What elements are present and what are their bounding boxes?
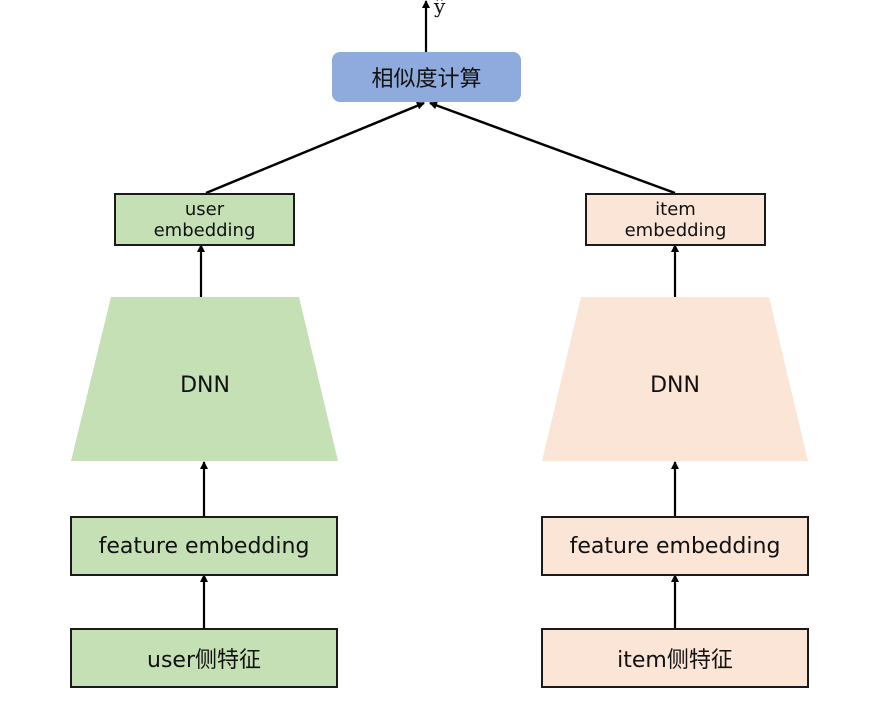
item-to-similarity-arrow	[429, 101, 676, 195]
item-embedding-box: item embedding	[585, 193, 766, 246]
user-features-label: user侧特征	[147, 648, 261, 673]
similarity-label: 相似度计算	[371, 67, 482, 92]
item-embedding-label-line1: item	[655, 198, 696, 220]
item-features-box: item侧特征	[541, 628, 809, 688]
item-feature-embedding-label: feature embedding	[569, 533, 781, 559]
item-features-label: item侧特征	[617, 648, 733, 673]
user-dnn-trapezoid	[71, 297, 338, 461]
item-dnn-trapezoid	[542, 297, 808, 461]
output-label: ŷ	[434, 0, 446, 18]
item-feature-embedding-box: feature embedding	[541, 516, 809, 576]
item-dnn-label: DNN	[650, 373, 700, 398]
similarity-box: 相似度计算	[332, 52, 521, 102]
user-feature-embedding-box: feature embedding	[70, 516, 338, 576]
user-to-similarity-arrow	[205, 101, 425, 195]
user-dnn-label: DNN	[180, 373, 230, 398]
user-feature-embedding-label: feature embedding	[98, 533, 310, 559]
user-embedding-box: user embedding	[114, 193, 295, 246]
user-embedding-label-line1: user	[184, 198, 225, 220]
user-embedding-label-line2: embedding	[153, 219, 256, 241]
item-embedding-label-line2: embedding	[624, 219, 727, 241]
user-features-box: user侧特征	[70, 628, 338, 688]
